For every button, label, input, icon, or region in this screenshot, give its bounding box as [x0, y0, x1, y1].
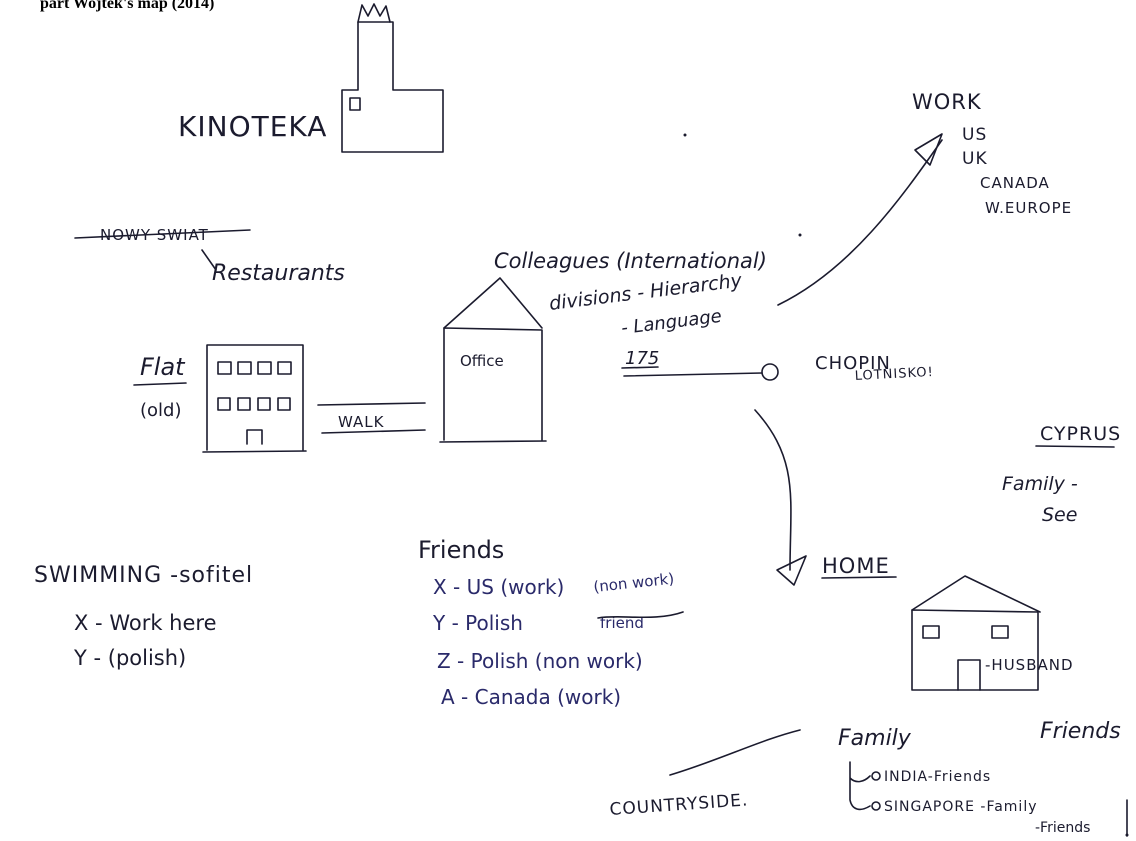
friends-label: Friends	[418, 536, 504, 564]
work-item-1: US	[962, 125, 987, 145]
work-label: WORK	[912, 90, 982, 114]
friends-item-2-struck: friend	[600, 614, 644, 632]
cyprus-label: CYPRUS	[1040, 423, 1121, 445]
kinoteka-label: KINOTEKA	[178, 110, 327, 143]
home-label: HOME	[822, 554, 890, 578]
flat-building-drawing	[202, 344, 307, 453]
arrow-to-home	[754, 409, 792, 571]
home-house-drawing	[911, 575, 1041, 691]
friends-right-label: Friends	[1040, 719, 1121, 744]
family-label: Family	[838, 726, 912, 751]
cyprus-family-label: Family -	[1002, 473, 1078, 495]
friends-item-1: X - US (work)	[433, 575, 564, 599]
work-item-4: W.EUROPE	[985, 199, 1072, 217]
bus-route-line	[623, 372, 763, 377]
office-label: Office	[460, 352, 504, 370]
friends-item-2: Y - Polish	[432, 611, 523, 635]
colleagues-label: Colleagues (International)	[494, 249, 767, 273]
swimming-x-label: X - Work here	[74, 611, 217, 635]
work-item-2: UK	[962, 149, 988, 169]
cyprus-see-label: See	[1042, 504, 1077, 526]
swimming-label: SWIMMING -sofitel	[34, 563, 253, 588]
arrow-to-work	[777, 139, 943, 306]
language-label: - Language	[620, 306, 723, 339]
flat-label: Flat	[140, 353, 186, 381]
friends-item-1-note: (non work)	[593, 570, 675, 596]
bus-175-label: 175	[625, 348, 659, 369]
singapore-label: SINGAPORE -Family	[884, 799, 1038, 815]
airport-marker	[761, 363, 779, 381]
friends-item-4: A - Canada (work)	[441, 685, 621, 709]
kinoteka-building-drawing	[341, 3, 444, 153]
map-caption: part Wojtek's map (2014)	[40, 0, 214, 12]
lotnisko-label: LOTNISKO!	[854, 365, 934, 384]
countryside-label: COUNTRYSIDE.	[609, 790, 749, 820]
restaurants-label: Restaurants	[212, 261, 345, 286]
husband-label: -HUSBAND	[985, 656, 1074, 674]
friends-item-3: Z - Polish (non work)	[437, 649, 643, 673]
office-building-drawing	[439, 277, 547, 443]
chopin-label: CHOPIN	[815, 353, 891, 374]
flat-sub-label: (old)	[140, 400, 181, 421]
work-item-3: CANADA	[980, 174, 1050, 192]
singapore-friends-label: -Friends	[1035, 820, 1090, 836]
india-label: INDIA-Friends	[884, 769, 991, 785]
walk-label: WALK	[338, 413, 385, 431]
swimming-y-label: Y - (polish)	[73, 646, 186, 670]
